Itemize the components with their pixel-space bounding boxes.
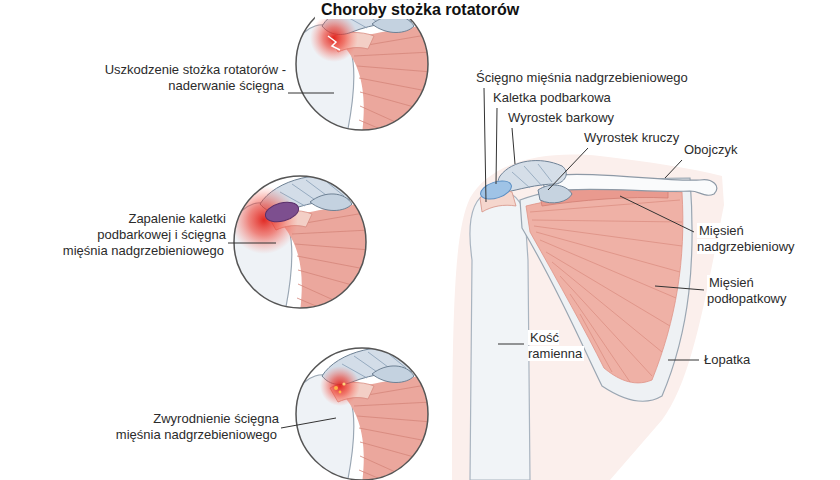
- part-label: Kość ramienna: [528, 330, 594, 362]
- part-label-text: Ścięgno mięśnia nadgrzebieniowego: [474, 70, 690, 85]
- zoom-circle: [230, 172, 370, 312]
- zoom-circle: [263, 199, 301, 225]
- zoom-circle: [292, 344, 432, 480]
- part-label-text: Kość ramienna: [528, 330, 584, 361]
- part-label-text: Wyrostek kruczy: [582, 130, 681, 145]
- leader-line: [496, 108, 497, 184]
- shoulder-figure: [524, 166, 542, 186]
- zoom-circle: [296, 0, 428, 130]
- part-label-text: Wyrostek barkowy: [506, 110, 616, 125]
- part-label-text: Mięsień nadgrzebieniowy: [697, 223, 797, 254]
- shoulder-figure: [538, 185, 572, 203]
- part-label-text: Łopatka: [702, 352, 752, 367]
- zoom-circle: [328, 36, 340, 50]
- leader-line: [288, 93, 334, 94]
- leader-line: [548, 148, 588, 190]
- shoulder-figure: [532, 220, 682, 222]
- part-label: Ścięgno mięśnia nadgrzebieniowego: [474, 70, 690, 86]
- shoulder-figure: [452, 155, 724, 480]
- diagram-title: Choroby stożka rotatorów: [315, 0, 525, 19]
- shoulder-figure: [546, 252, 670, 326]
- shoulder-figure: [536, 232, 680, 272]
- shoulder-figure: [520, 178, 692, 401]
- leader-line: [228, 243, 276, 244]
- leader-line: [498, 344, 524, 345]
- shoulder-figure: [526, 192, 683, 383]
- part-label: Zapalenie kaletki podbarkowej i ścięgna …: [56, 211, 226, 259]
- shoulder-figure: [560, 276, 652, 376]
- zoom-circle: [292, 0, 432, 134]
- zoom-circle: [292, 0, 432, 134]
- shoulder-figure: [534, 226, 682, 246]
- leader-line: [484, 88, 486, 202]
- leader-line: [281, 418, 336, 428]
- zoom-circle: [230, 172, 370, 312]
- zoom-circle: [234, 176, 366, 308]
- part-label: Kaletka podbarkowa: [491, 90, 613, 106]
- part-label: Uszkodzenie stożka rotatorów - naderwani…: [80, 62, 286, 94]
- zoom-circle: [292, 344, 432, 480]
- part-label: Zwyrodnienie ścięgna mięśnia nadgrzebien…: [105, 411, 279, 443]
- part-label-text: Zwyrodnienie ścięgna mięśnia nadgrzebien…: [116, 411, 279, 442]
- part-label: Obojczyk: [682, 142, 739, 158]
- shoulder-figure: [580, 314, 612, 372]
- zoom-circle: [320, 366, 360, 406]
- leader-line: [620, 196, 694, 232]
- zoom-circle: [230, 172, 370, 312]
- part-label-text: Obojczyk: [682, 142, 739, 157]
- zoom-circle: [334, 386, 338, 390]
- shoulder-figure: [512, 164, 552, 188]
- shoulder-figure: [570, 294, 630, 382]
- zoom-circle: [292, 0, 432, 134]
- leader-line: [228, 88, 704, 428]
- part-label-text: Kaletka podbarkowa: [491, 90, 613, 105]
- zoom-circle: [296, 348, 428, 480]
- leader-line: [655, 286, 704, 290]
- part-label-text: Uszkodzenie stożka rotatorów - naderwani…: [103, 62, 286, 93]
- part-label-text: Zapalenie kaletki podbarkowej i ścięgna …: [63, 211, 226, 258]
- shoulder-figure: [470, 190, 530, 480]
- zoom-circle: [342, 382, 345, 385]
- shoulder-figure: [552, 262, 662, 352]
- part-label-text: Mięsień podłopatkowy: [707, 275, 789, 306]
- shoulder-figure: [538, 164, 552, 182]
- zoom-circle: [310, 14, 358, 62]
- shoulder-figure: [512, 172, 530, 188]
- part-label: Mięsień nadgrzebieniowy: [697, 223, 807, 255]
- part-label: Wyrostek barkowy: [506, 110, 616, 126]
- leader-line: [665, 160, 682, 178]
- shoulder-figure: [452, 155, 724, 480]
- part-label: Wyrostek kruczy: [582, 130, 681, 146]
- part-label: Łopatka: [702, 352, 752, 368]
- part-label: Mięsień podłopatkowy: [707, 275, 807, 307]
- zoom-circle: [339, 391, 342, 394]
- leader-line: [668, 360, 699, 361]
- leader-line: [512, 128, 515, 164]
- zoom-circle: [292, 344, 432, 480]
